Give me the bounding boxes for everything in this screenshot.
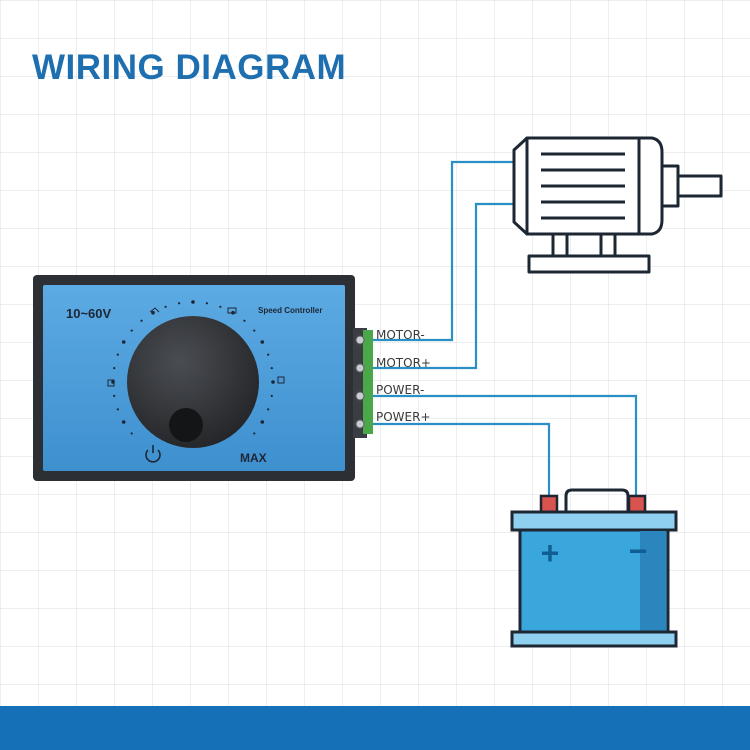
battery-plus-symbol: + bbox=[541, 535, 560, 571]
dial-tick bbox=[267, 353, 270, 356]
dial-tick bbox=[121, 420, 126, 424]
terminal-screw-power-minus bbox=[355, 391, 365, 401]
battery-terminal-positive bbox=[539, 494, 559, 514]
terminal-block bbox=[353, 328, 373, 438]
dial-tick bbox=[270, 394, 273, 397]
terminal-screw-motor-plus bbox=[355, 363, 365, 373]
battery-terminal-negative bbox=[627, 494, 647, 514]
dial-tick bbox=[267, 408, 270, 411]
wire-motor-plus bbox=[366, 202, 515, 370]
wire-motor-minus bbox=[366, 160, 515, 342]
terminal-label-motor-minus: MOTOR- bbox=[376, 328, 425, 342]
dial-tick bbox=[260, 340, 265, 344]
terminal-label-power-minus: POWER- bbox=[376, 383, 424, 397]
battery-minus-symbol: − bbox=[629, 533, 648, 569]
dial-tick bbox=[116, 408, 119, 411]
wires bbox=[366, 160, 638, 498]
terminal-labels: MOTOR- MOTOR+ POWER- POWER+ bbox=[376, 328, 431, 424]
bottom-bar bbox=[0, 706, 750, 750]
max-label: MAX bbox=[240, 451, 267, 465]
dial-tick bbox=[219, 305, 222, 308]
dial-tick bbox=[260, 420, 265, 424]
wiring-diagram: 10~60V Speed Controller MAX bbox=[33, 136, 723, 648]
dial-tick bbox=[116, 353, 119, 356]
dial-tick bbox=[121, 340, 126, 344]
speed-knob[interactable] bbox=[127, 316, 259, 448]
dial-tick bbox=[253, 432, 256, 435]
wire-power-plus bbox=[366, 422, 551, 498]
controller-name-label: Speed Controller bbox=[258, 306, 322, 315]
dial-tick bbox=[205, 302, 208, 305]
motor-icon bbox=[512, 136, 723, 274]
scale-marker-icons bbox=[107, 307, 285, 387]
dial-tick bbox=[178, 302, 181, 305]
dial-tick bbox=[151, 310, 155, 315]
dial-tick bbox=[243, 319, 246, 322]
page-title: WIRING DIAGRAM bbox=[32, 48, 347, 87]
terminal-label-motor-plus: MOTOR+ bbox=[376, 356, 431, 370]
battery-icon: + − bbox=[510, 488, 678, 648]
dial-tick bbox=[130, 432, 133, 435]
dial-tick bbox=[113, 367, 116, 370]
wire-power-minus bbox=[366, 394, 638, 498]
dial-tick bbox=[130, 329, 133, 332]
knob-indicator bbox=[169, 408, 203, 442]
terminal-label-power-plus: POWER+ bbox=[376, 410, 431, 424]
dial-tick bbox=[270, 367, 273, 370]
dial-tick bbox=[164, 305, 167, 308]
terminal-screw-motor-minus bbox=[355, 335, 365, 345]
speed-controller: 10~60V Speed Controller MAX bbox=[33, 275, 373, 481]
terminal-screw-power-plus bbox=[355, 419, 365, 429]
dial-tick bbox=[113, 394, 116, 397]
dial-tick bbox=[271, 380, 275, 384]
dial-tick bbox=[191, 300, 195, 304]
dial-tick bbox=[253, 329, 256, 332]
power-icon bbox=[145, 445, 161, 463]
dial-scale bbox=[111, 300, 275, 435]
dial-tick bbox=[140, 319, 143, 322]
voltage-label: 10~60V bbox=[66, 306, 112, 321]
